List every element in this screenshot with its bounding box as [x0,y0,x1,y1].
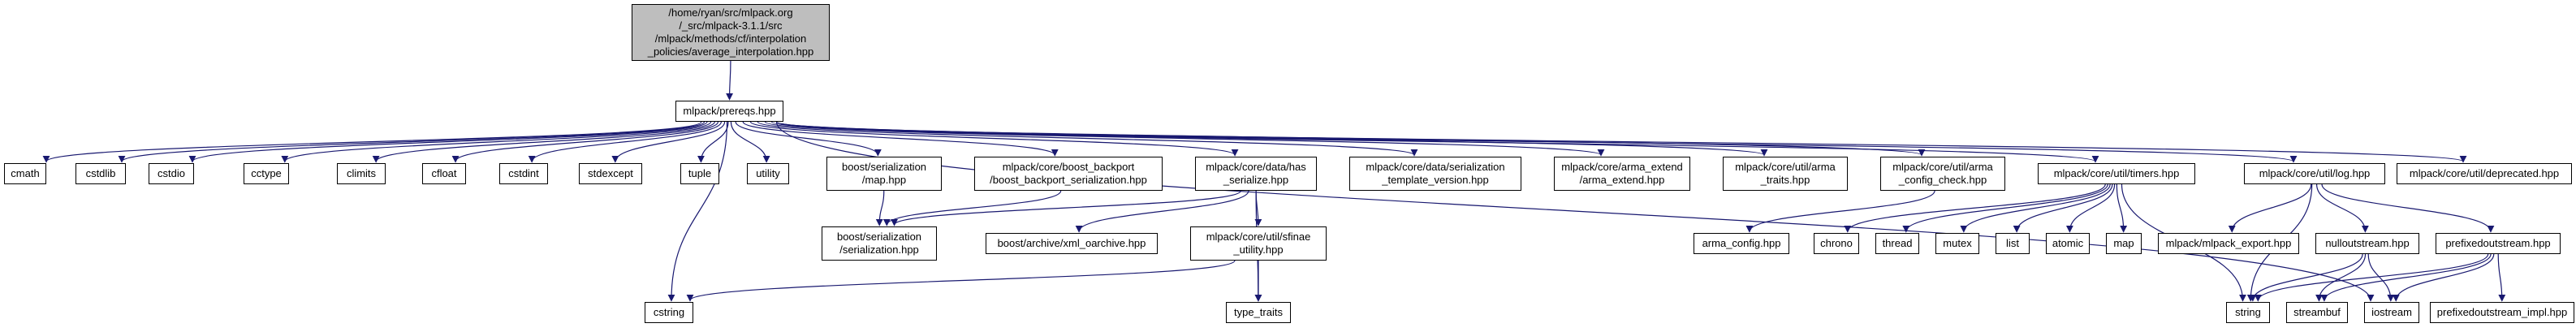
graph-node-cmath: cmath [4,163,46,184]
graph-node-log[interactable]: mlpack/core/util/log.hpp [2244,163,2385,184]
graph-node-cstdint: cstdint [499,163,548,184]
graph-node-atomic: atomic [2046,233,2090,254]
graph-node-chrono: chrono [1814,233,1859,254]
graph-node-utility: utility [747,163,789,184]
graph-node-sfinae-utility[interactable]: mlpack/core/util/sfinae _utility.hpp [1190,226,1327,261]
graph-node-stdexcept: stdexcept [579,163,642,184]
graph-node-cstdlib: cstdlib [76,163,126,184]
graph-node-prefixedoutstream-impl[interactable]: prefixedoutstream_impl.hpp [2430,302,2574,323]
graph-node-streambuf: streambuf [2286,302,2348,323]
graph-node-arma-config-check[interactable]: mlpack/core/util/arma _config_check.hpp [1880,157,2005,191]
graph-node-cstdio: cstdio [149,163,194,184]
graph-node-prereqs[interactable]: mlpack/prereqs.hpp [675,101,783,122]
graph-node-cstring: cstring [645,302,693,323]
graph-node-nulloutstream[interactable]: nulloutstream.hpp [2315,233,2419,254]
graph-node-xml-oarchive: boost/archive/xml_oarchive.hpp [986,233,1158,254]
graph-node-type-traits: type_traits [1226,302,1291,323]
graph-node-list: list [1996,233,2030,254]
graph-node-arma-traits[interactable]: mlpack/core/util/arma _traits.hpp [1723,157,1848,191]
graph-node-string: string [2226,302,2270,323]
graph-node-cctype: cctype [244,163,289,184]
graph-node-arma-config[interactable]: arma_config.hpp [1694,233,1789,254]
graph-node-root-file: /home/ryan/src/mlpack.org /_src/mlpack-3… [632,4,830,61]
graph-node-mutex: mutex [1935,233,1979,254]
graph-node-arma-extend[interactable]: mlpack/core/arma_extend /arma_extend.hpp [1554,157,1690,191]
graph-node-has-serialize[interactable]: mlpack/core/data/has _serialize.hpp [1195,157,1317,191]
graph-node-mlpack-export[interactable]: mlpack/mlpack_export.hpp [2158,233,2299,254]
graph-node-deprecated[interactable]: mlpack/core/util/deprecated.hpp [2397,163,2572,184]
graph-node-boost-serialization: boost/serialization /serialization.hpp [822,226,937,261]
graph-node-serialization-template-version[interactable]: mlpack/core/data/serialization _template… [1349,157,1521,191]
graph-node-cfloat: cfloat [422,163,466,184]
graph-node-boost-serialization-map: boost/serialization /map.hpp [826,157,942,191]
graph-node-boost-backport-serialization[interactable]: mlpack/core/boost_backport /boost_backpo… [974,157,1163,191]
graph-node-tuple: tuple [680,163,719,184]
graph-node-climits: climits [337,163,386,184]
graph-node-iostream: iostream [2364,302,2419,323]
graph-node-map: map [2106,233,2142,254]
graph-node-timers[interactable]: mlpack/core/util/timers.hpp [2038,163,2195,184]
graph-node-prefixedoutstream[interactable]: prefixedoutstream.hpp [2436,233,2561,254]
graph-node-thread: thread [1875,233,1919,254]
